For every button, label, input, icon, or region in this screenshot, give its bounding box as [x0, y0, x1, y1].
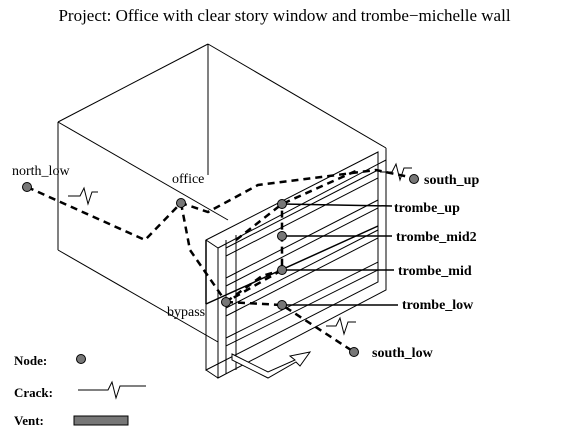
node-office	[176, 198, 186, 208]
label-office: office	[172, 172, 204, 187]
label-trombe-mid: trombe_mid	[398, 264, 472, 279]
trombe-shelf-2	[225, 199, 379, 287]
node-trombe-mid	[277, 265, 287, 275]
airflow-path-trombe-mid	[225, 268, 283, 304]
trombe-wall-front-panel	[217, 159, 387, 379]
box-edge-top-front	[57, 121, 229, 221]
crack-north	[68, 186, 98, 206]
label-trombe-up: trombe_up	[394, 201, 460, 216]
box-edge-top-right	[207, 43, 387, 149]
label-south-low: south_low	[372, 346, 434, 361]
crack-south-up	[380, 162, 412, 182]
airflow-arrow	[231, 351, 312, 379]
label-south-up: south_up	[424, 173, 479, 188]
legend-node-label: Node:	[14, 353, 47, 368]
bypass-diagonal	[205, 225, 379, 305]
legend-crack-symbol	[78, 380, 146, 400]
crack-south-low	[326, 316, 356, 336]
legend-vent-label: Vent:	[14, 413, 44, 428]
node-south-up	[409, 174, 419, 184]
legend: Node: Crack: Vent:	[14, 353, 146, 428]
node-trombe-low	[277, 300, 287, 310]
label-trombe-mid2: trombe_mid2	[396, 230, 477, 245]
trombe-shelf-1	[225, 169, 379, 257]
airflow-paths	[26, 168, 415, 354]
node-north-low	[22, 182, 32, 192]
project-title: Project: Office with clear story window …	[58, 6, 511, 25]
trombe-wall-top-join	[205, 239, 219, 249]
leader-lines	[281, 203, 398, 306]
airflow-path-office-to-trombe	[179, 202, 284, 304]
node-trombe-mid2	[277, 231, 287, 241]
legend-node-symbol	[76, 354, 86, 364]
airflow-path-bypass-to-south-low	[225, 300, 355, 354]
node-south-low	[349, 347, 359, 357]
node-bypass	[221, 297, 231, 307]
node-trombe-up	[277, 199, 287, 209]
trombe-wall-outer-panel	[205, 151, 379, 371]
label-bypass: bypass	[167, 305, 205, 320]
box-edge-bottom-front	[57, 249, 219, 343]
airflow-path-trombe-up	[235, 168, 359, 241]
crack-symbols	[68, 162, 412, 336]
trombe-wall	[205, 151, 387, 379]
airflow-path-north-to-south-up	[26, 168, 415, 242]
box-edge-top-left	[57, 43, 209, 123]
label-north-low: north_low	[12, 164, 70, 179]
nodes	[22, 174, 419, 357]
label-trombe-low: trombe_low	[402, 298, 474, 313]
building-box	[57, 43, 387, 343]
trombe-shelf-3	[225, 229, 379, 317]
legend-vent-symbol	[73, 415, 129, 426]
leader-trombe-up	[281, 203, 393, 207]
legend-crack-label: Crack:	[14, 385, 53, 400]
trombe-wall-bottom-join	[205, 369, 219, 379]
